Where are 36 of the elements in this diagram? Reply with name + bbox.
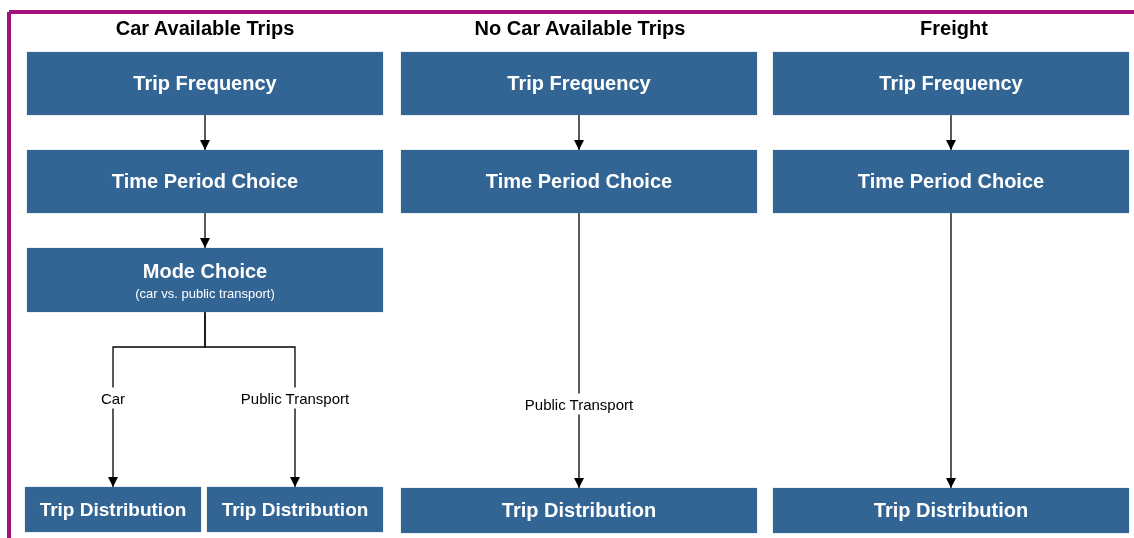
process-box [401,52,757,115]
arrow [200,212,210,249]
process-box [773,52,1129,115]
box-title: Time Period Choice [111,170,299,193]
box-title: Trip Distribution [221,498,369,521]
box-subtitle: (car vs. public transport) [135,285,275,301]
box-title: Trip Frequency [507,72,651,95]
box-title: Trip Distribution [39,498,187,521]
process-box [401,488,757,533]
arrow [946,114,956,151]
arrow [946,212,956,489]
arrow [574,212,584,489]
box-title: Trip Frequency [879,72,1023,95]
process-box [27,150,383,213]
edge-label: Car [99,387,127,409]
box-title: Trip Frequency [133,72,277,95]
arrow [200,114,210,151]
column-heading: Freight [920,17,988,40]
process-box [773,488,1129,533]
process-box [207,487,383,532]
box-title: Trip Distribution [873,499,1029,522]
process-box [773,150,1129,213]
process-box [27,52,383,115]
box-title: Trip Distribution [501,499,657,522]
arrow [574,114,584,151]
process-box [25,487,201,532]
box-title: Mode Choice [142,259,268,283]
edge-label: Public Transport [523,393,635,415]
column-heading: Car Available Trips [115,17,295,40]
box-title: Time Period Choice [857,170,1045,193]
process-box [401,150,757,213]
edge-label: Public Transport [239,387,351,409]
process-box [27,248,383,312]
column-heading: No Car Available Trips [474,17,686,40]
box-title: Time Period Choice [485,170,673,193]
arrow [204,311,300,488]
